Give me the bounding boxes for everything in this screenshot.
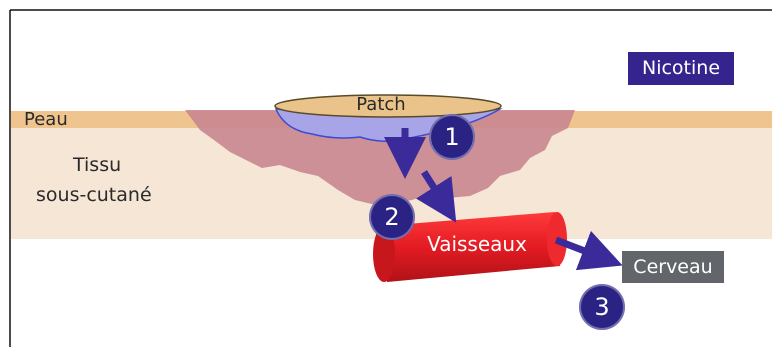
vessels-label: Vaisseaux <box>412 232 542 256</box>
patch-label: Patch <box>336 94 426 115</box>
step-1-badge: 1 <box>429 114 475 160</box>
nicotine-badge: Nicotine <box>628 52 734 85</box>
step-2-badge: 2 <box>369 194 415 240</box>
tissue-label-line1: Tissu <box>73 154 121 176</box>
tissue-label-line2: sous-cutané <box>36 184 152 206</box>
step-3-badge: 3 <box>579 284 625 330</box>
brain-box: Cerveau <box>622 251 724 283</box>
skin-label: Peau <box>24 109 68 131</box>
